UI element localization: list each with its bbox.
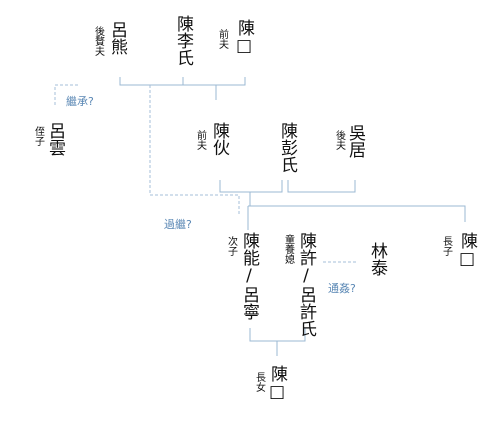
inherit-dashed-line <box>54 84 78 105</box>
annotation-inherit: 繼承? <box>66 95 94 108</box>
person-role-lv-yun: 侄子 <box>32 126 44 146</box>
person-name-chen-box1: 陳□ <box>234 19 254 56</box>
person-name-lv-yun: 呂雲 <box>45 122 65 156</box>
person-role-chen-huo: 前夫 <box>194 130 206 150</box>
marriage-line-lv-xiong-chen-li <box>119 77 184 86</box>
person-name-chen-huo: 陳伙 <box>209 122 229 156</box>
person-name-wu-ju: 吳居 <box>345 124 365 158</box>
person-role-chen-xu: 童養媳 <box>282 234 294 264</box>
children-bus-line <box>248 205 466 222</box>
person-name-chen-box2: 陳□ <box>457 232 477 269</box>
marriage-line-chen-peng-wu-ju <box>287 180 356 193</box>
person-name-chen-li: 陳李氏 <box>173 15 193 66</box>
annotation-adultery: 通姦? <box>328 282 356 295</box>
marriage-line-chen-li-chen-box1 <box>182 77 246 86</box>
person-name-chen-peng: 陳彭氏 <box>277 122 297 173</box>
person-name-lin-tai: 林泰 <box>367 242 387 276</box>
person-role-chen-box3: 長女 <box>253 372 265 392</box>
person-name-chen-box3: 陳□ <box>267 365 287 402</box>
marriage-line-chen-huo-chen-peng <box>219 180 283 193</box>
person-name-chen-neng: 陳能/呂寧 <box>239 232 259 320</box>
adopt-dashed-line <box>149 85 240 215</box>
person-role-lv-xiong: 後贅夫 <box>92 26 104 56</box>
annotation-adopt: 過繼? <box>164 218 192 231</box>
person-role-chen-neng: 次子 <box>225 236 237 256</box>
person-role-wu-ju: 後夫 <box>333 130 345 150</box>
person-name-chen-xu: 陳許/呂許氏 <box>296 232 316 337</box>
person-role-chen-box2: 長子 <box>440 236 452 256</box>
person-name-lv-xiong: 呂熊 <box>107 21 127 55</box>
person-role-chen-box1: 前夫 <box>216 29 228 49</box>
